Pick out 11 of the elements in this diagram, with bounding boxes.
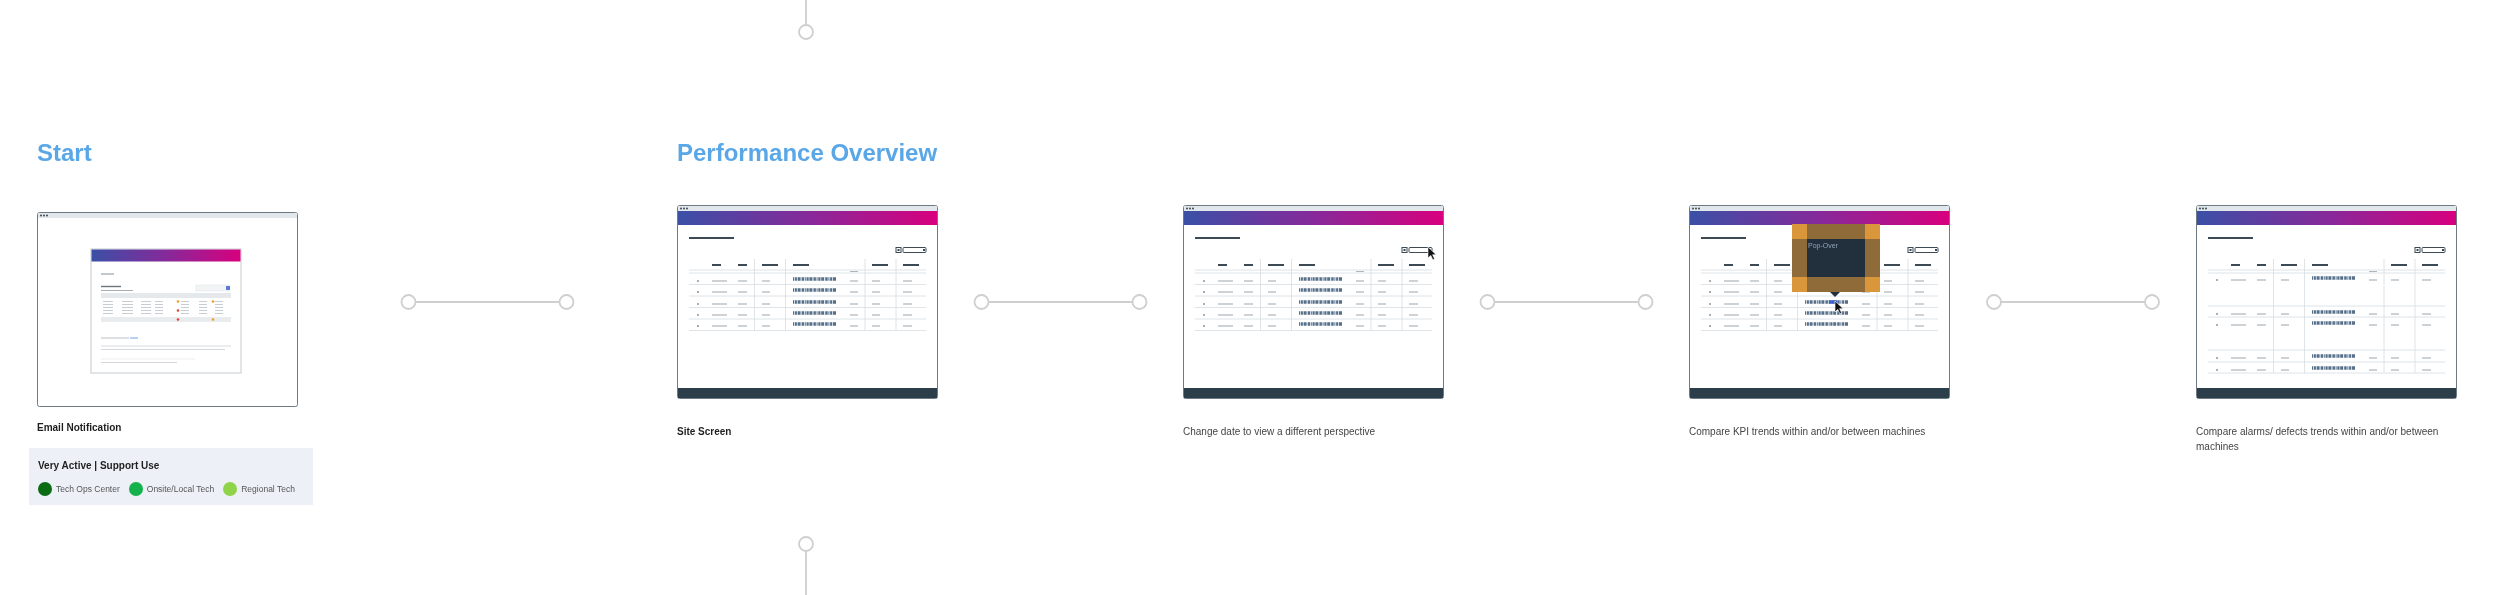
screen-caption: Change date to view a different perspective <box>1183 425 1377 439</box>
screen-caption: Email Notification <box>37 421 123 435</box>
legend-label: Regional Tech <box>241 483 295 496</box>
screen-caption: Compare KPI trends within and/or between machines <box>1689 425 1927 439</box>
screen-caption: Site Screen <box>677 425 733 439</box>
legend-label: Onsite/Local Tech <box>146 483 215 496</box>
screen-caption: Compare alarms/ defects trends within and/or between machines <box>2196 425 2440 454</box>
legend-title: Very Active | Support Use <box>38 459 160 472</box>
section-heading: Start <box>37 139 92 167</box>
legend-label: Tech Ops Center <box>56 483 120 496</box>
section-heading: Performance Overview <box>677 139 938 167</box>
